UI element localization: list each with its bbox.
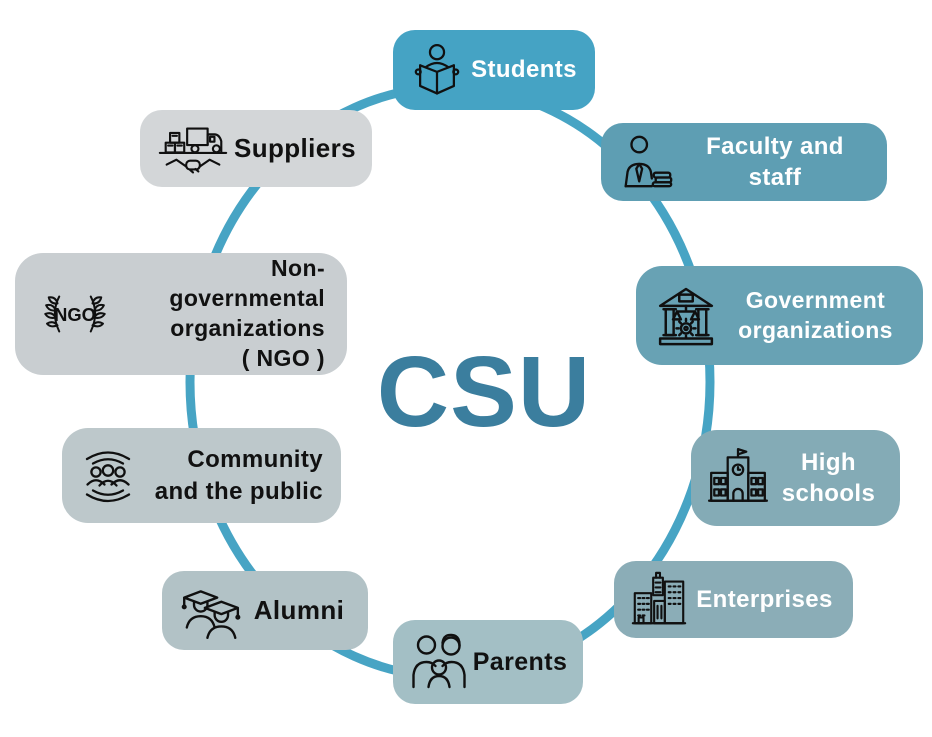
community-people-icon bbox=[76, 444, 140, 508]
student-reading-book-icon bbox=[407, 40, 467, 100]
office-buildings-icon bbox=[628, 569, 690, 631]
node-label: Students bbox=[471, 56, 577, 84]
node-label: Enterprises bbox=[696, 585, 833, 613]
node-label: Non-governmental organizations ( NGO ) bbox=[169, 255, 325, 371]
node-label: Parents bbox=[472, 647, 568, 676]
ngo-icon-text: NGO bbox=[54, 304, 96, 325]
node-community-and-public: Community and the public bbox=[62, 428, 341, 523]
node-government-organizations: Government organizations bbox=[636, 266, 923, 365]
node-label: Faculty and staff bbox=[706, 132, 844, 191]
family-icon bbox=[407, 630, 471, 694]
node-students: Students bbox=[393, 30, 595, 110]
graduates-icon bbox=[176, 578, 244, 644]
node-label: Government organizations bbox=[738, 286, 893, 343]
node-ngo: NGO Non-governmental organizations ( NGO… bbox=[15, 253, 347, 375]
center-title: CSU bbox=[376, 335, 592, 448]
truck-handshake-icon bbox=[154, 117, 232, 181]
node-parents: Parents bbox=[393, 620, 583, 704]
government-building-icon bbox=[650, 280, 722, 352]
ngo-laurel-icon: NGO bbox=[29, 286, 121, 342]
node-label: Suppliers bbox=[233, 132, 357, 163]
school-building-icon bbox=[705, 445, 771, 511]
teacher-with-books-icon bbox=[615, 131, 677, 193]
node-high-schools: High schools bbox=[691, 430, 900, 526]
node-label: Alumni bbox=[253, 594, 345, 625]
node-alumni: Alumni bbox=[162, 571, 368, 650]
node-faculty-and-staff: Faculty and staff bbox=[601, 123, 887, 201]
node-suppliers: Suppliers bbox=[140, 110, 372, 187]
node-enterprises: Enterprises bbox=[614, 561, 853, 638]
node-label: High schools bbox=[781, 448, 876, 507]
node-label: Community and the public bbox=[154, 446, 323, 505]
